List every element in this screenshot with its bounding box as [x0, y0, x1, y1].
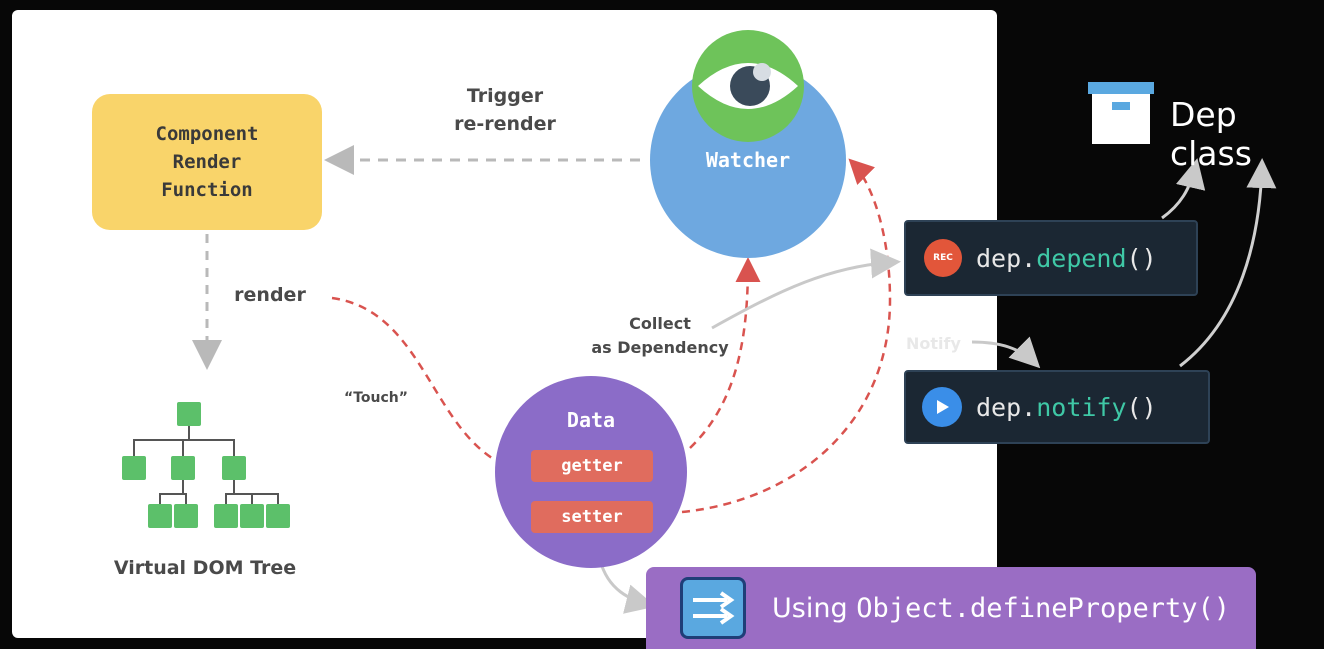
setter-pill: setter [531, 501, 653, 533]
archive-box-icon [1088, 82, 1154, 144]
play-icon [922, 387, 962, 427]
dep-notify-method: notify [1036, 392, 1127, 422]
virtual-dom-tree-label: Virtual DOM Tree [113, 557, 297, 579]
data-title: Data [566, 408, 616, 432]
trigger-rerender-label: Trigger re-render [454, 85, 556, 135]
dep-depend-box: REC dep.depend() [904, 220, 1198, 296]
dep-class-label: Dep class [1170, 95, 1252, 173]
collect-to-depend-arrow [711, 248, 901, 330]
rec-icon: REC [924, 239, 962, 277]
virtual-dom-nodes [122, 402, 290, 528]
dep-notify-box: dep.notify() [904, 370, 1210, 444]
eye-icon [692, 30, 804, 142]
collect-dependency-label: Collect as Dependency [591, 314, 729, 357]
depend-to-depclass-arrow [1161, 158, 1206, 220]
notify-label: Notify [906, 334, 961, 353]
dep-depend-object: dep. [976, 243, 1037, 273]
touch-label: “Touch” [344, 390, 408, 406]
setter-notify-arrow [681, 158, 892, 514]
virtual-dom-tree-icon [133, 424, 279, 506]
define-property-text: Using Object.defineProperty() [772, 593, 1230, 624]
define-property-bar: Using Object.defineProperty() [646, 567, 1256, 649]
touch-arrow [331, 296, 496, 462]
data-to-define-arrow [598, 559, 656, 614]
component-render-function-box: Component Render Function [92, 94, 322, 230]
watcher-title: Watcher [705, 148, 791, 172]
dep-notify-object: dep. [976, 392, 1037, 422]
define-property-prefix: Using [772, 592, 848, 624]
render-label: render [234, 284, 306, 306]
collect-dependency-arrow [689, 257, 761, 449]
getter-pill: getter [531, 450, 653, 482]
define-property-code: Object.defineProperty() [856, 592, 1231, 624]
notify-to-box-arrow [971, 336, 1041, 369]
dep-notify-code: dep.notify() [976, 393, 1157, 422]
dep-depend-parens: () [1126, 243, 1157, 273]
arrows-right-icon [680, 577, 746, 639]
dep-depend-code: dep.depend() [976, 244, 1157, 273]
dep-notify-parens: () [1126, 392, 1157, 422]
dep-depend-method: depend [1036, 243, 1127, 273]
notify-to-depclass-arrow [1179, 158, 1277, 368]
